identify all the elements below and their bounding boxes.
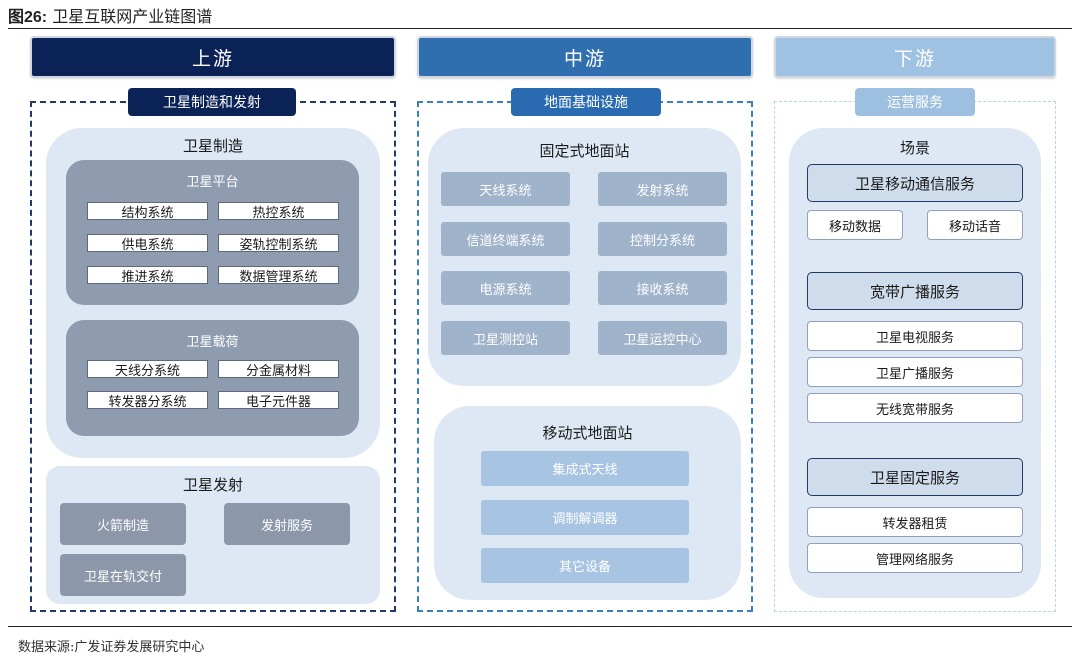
- upstream-tag-label: 卫星制造和发射: [163, 95, 261, 111]
- fixed-station-item: 信道终端系统: [441, 222, 570, 256]
- figure-title-text: 卫星互联网产业链图谱: [52, 7, 213, 26]
- downstream-tag-label: 运营服务: [887, 95, 943, 111]
- fixed-station-item: 卫星运控中心: [598, 321, 727, 355]
- downstream-header: 下游: [774, 36, 1056, 78]
- platform-item: 热控系统: [218, 202, 339, 221]
- figure-title: 图26: 卫星互联网产业链图谱: [8, 3, 212, 27]
- data-source: 数据来源:广发证券发展研究中心: [18, 640, 205, 655]
- payload-item: 电子元件器: [218, 391, 339, 410]
- fixed-station-item: 接收系统: [598, 271, 727, 305]
- broadband-item: 卫星广播服务: [807, 357, 1023, 387]
- midstream-tag-label: 地面基础设施: [544, 95, 628, 111]
- platform-item: 数据管理系统: [218, 266, 339, 285]
- scene-title: 场景: [899, 139, 930, 157]
- launch-title: 卫星发射: [182, 476, 243, 494]
- midstream-header-label: 中游: [563, 47, 606, 70]
- fixed-station-item: 天线系统: [441, 172, 570, 206]
- mobile-comm-item: 移动话音: [927, 210, 1023, 240]
- mobile-station-item: 其它设备: [481, 548, 689, 583]
- bottom-rule: [8, 626, 1072, 627]
- payload-item: 分金属材料: [218, 360, 339, 379]
- upstream-header-label: 上游: [191, 47, 234, 70]
- platform-item: 姿轨控制系统: [218, 234, 339, 253]
- fixed-service-header: 卫星固定服务: [807, 458, 1023, 496]
- payload-panel: [66, 320, 359, 436]
- platform-title: 卫星平台: [186, 175, 239, 190]
- midstream-header: 中游: [417, 36, 753, 78]
- fixed-service-item: 转发器租赁: [807, 507, 1023, 537]
- launch-item: 发射服务: [224, 503, 350, 545]
- fixed-station-item: 卫星测控站: [441, 321, 570, 355]
- launch-item: 火箭制造: [60, 503, 186, 545]
- upstream-header: 上游: [30, 36, 396, 78]
- launch-item: 卫星在轨交付: [60, 554, 186, 596]
- payload-item: 转发器分系统: [87, 391, 208, 410]
- broadband-item: 无线宽带服务: [807, 393, 1023, 423]
- figure-label: 图26:: [8, 9, 48, 26]
- fixed-station-item: 电源系统: [441, 271, 570, 305]
- downstream-header-label: 下游: [893, 47, 936, 70]
- mobile-station-item: 集成式天线: [481, 451, 689, 486]
- manufacturing-title: 卫星制造: [182, 137, 243, 155]
- platform-item: 供电系统: [87, 234, 208, 253]
- mobile-comm-item: 移动数据: [807, 210, 903, 240]
- top-rule: [8, 28, 1072, 29]
- platform-item: 结构系统: [87, 202, 208, 221]
- mobile-station-title: 移动式地面站: [542, 424, 633, 442]
- mobile-station-item: 调制解调器: [481, 500, 689, 535]
- upstream-tag: 卫星制造和发射: [128, 88, 296, 116]
- broadband-item: 卫星电视服务: [807, 321, 1023, 351]
- fixed-station-title: 固定式地面站: [539, 142, 630, 160]
- downstream-tag: 运营服务: [855, 88, 975, 116]
- fixed-station-item: 控制分系统: [598, 222, 727, 256]
- payload-title: 卫星载荷: [186, 335, 239, 350]
- fixed-service-item: 管理网络服务: [807, 543, 1023, 573]
- payload-item: 天线分系统: [87, 360, 208, 379]
- midstream-tag: 地面基础设施: [511, 88, 661, 116]
- mobile-comm-service-header: 卫星移动通信服务: [807, 164, 1023, 202]
- platform-item: 推进系统: [87, 266, 208, 285]
- broadband-service-header: 宽带广播服务: [807, 272, 1023, 310]
- fixed-station-item: 发射系统: [598, 172, 727, 206]
